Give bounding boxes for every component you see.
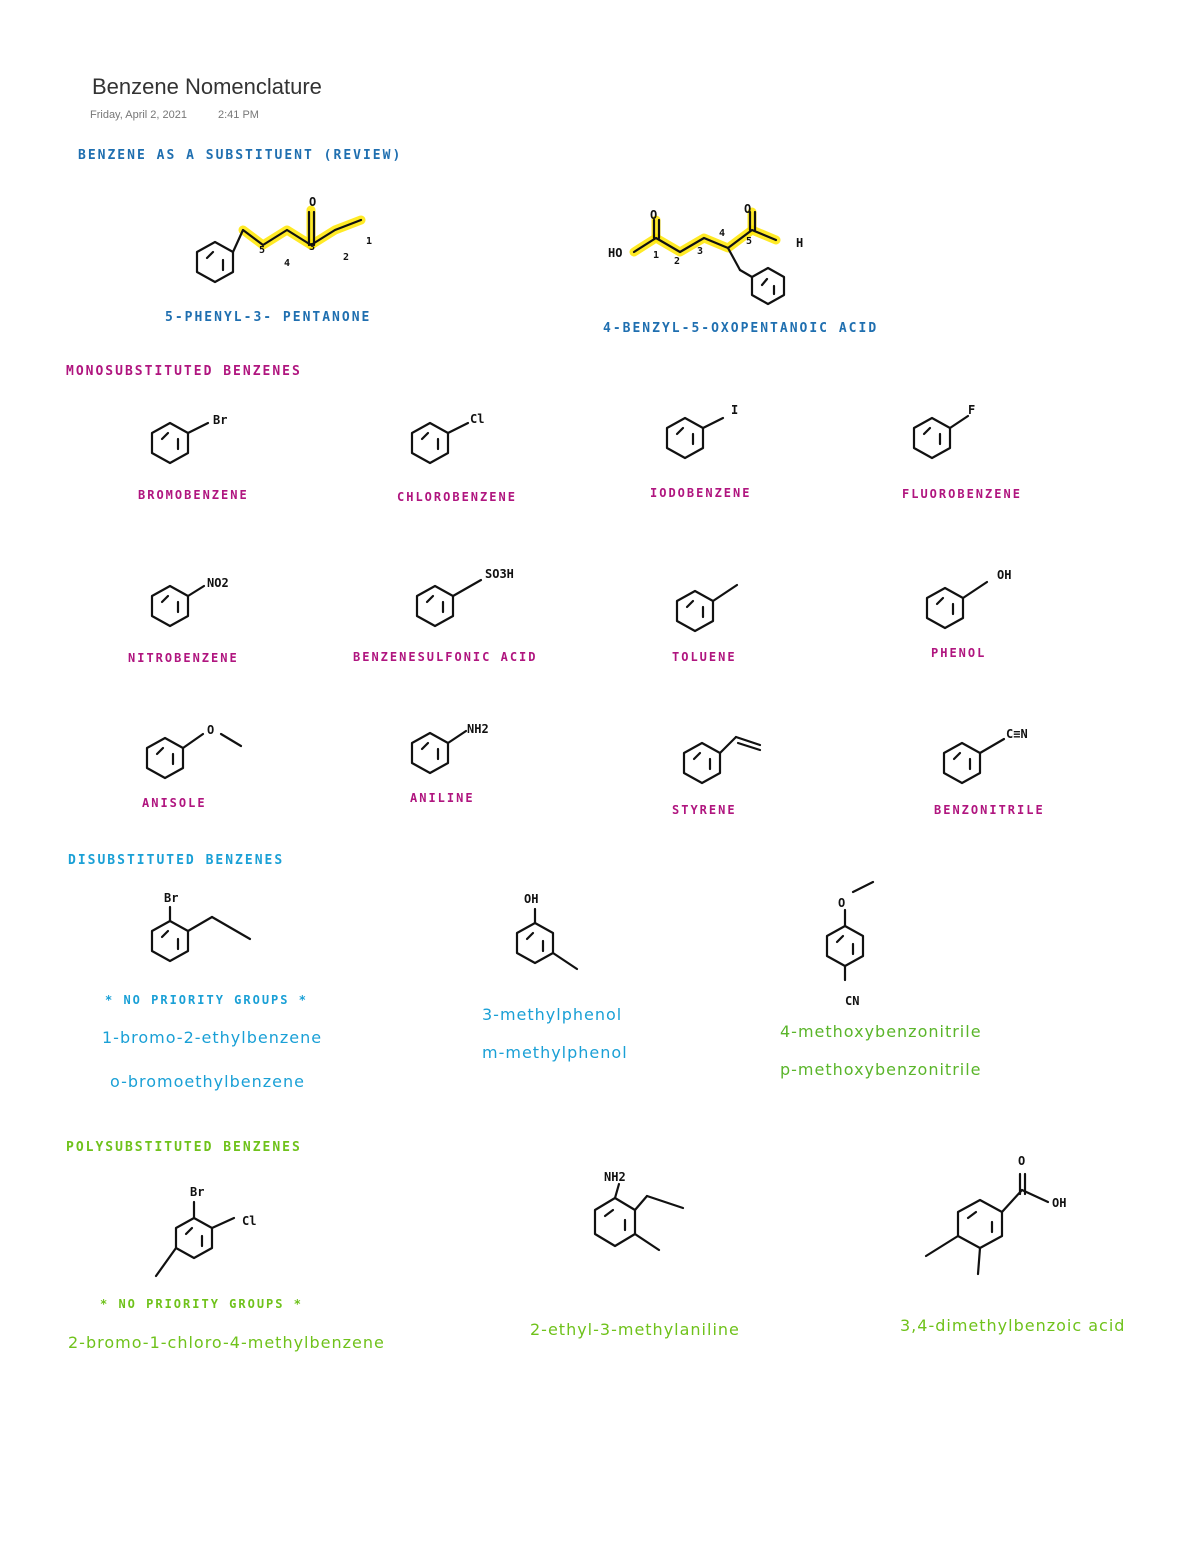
page-title: Benzene Nomenclature: [92, 74, 322, 99]
substituent-label: C≡N: [1006, 727, 1028, 741]
carbon-number: 1: [366, 236, 373, 247]
structure-aniline: [410, 729, 468, 775]
substituent-label: OH: [997, 568, 1012, 582]
atom-ho: HO: [608, 246, 623, 260]
carbon-number: 2: [343, 252, 350, 263]
substituent-label: O: [838, 896, 846, 910]
structure-methylphenol: [515, 907, 579, 971]
compound-name-alt: p-methoxybenzonitrile: [780, 1060, 982, 1079]
structure-styrene: [682, 735, 762, 785]
substituent-label: Br: [190, 1185, 205, 1199]
section-heading-substituent: BENZENE AS A SUBSTITUENT (REVIEW): [78, 148, 403, 163]
structure-dimethylbenzoic-acid: [924, 1172, 1050, 1276]
priority-note: * NO PRIORITY GROUPS *: [100, 1297, 303, 1311]
carbon-number: 1: [653, 250, 660, 261]
substituent-label: O: [1018, 1154, 1026, 1168]
atom-oxygen: O: [744, 202, 752, 216]
structure-benzyloxopentanoic: [629, 207, 786, 306]
compound-name: BROMOBENZENE: [138, 488, 249, 502]
compound-name: FLUOROBENZENE: [902, 487, 1022, 501]
structure-nitrobenzene: [150, 584, 206, 628]
structure-anisole: [145, 732, 243, 780]
compound-name: CHLOROBENZENE: [397, 490, 517, 504]
structure-phenol: [925, 580, 989, 630]
substituent-label: Br: [164, 891, 179, 905]
structure-bromoethylbenzene: [150, 905, 252, 963]
carbon-number: 2: [674, 256, 681, 267]
priority-note: * NO PRIORITY GROUPS *: [105, 993, 308, 1007]
structure-bromochloromethylbenzene: [154, 1200, 236, 1278]
compound-name: STYRENE: [672, 803, 737, 817]
compound-name: ANISOLE: [142, 796, 207, 810]
structure-ethylmethylaniline: [593, 1182, 685, 1252]
substituent-label: NO2: [207, 576, 229, 590]
compound-name-alt: o-bromoethylbenzene: [110, 1072, 305, 1091]
compound-name: IODOBENZENE: [650, 486, 752, 500]
compound-name: 1-bromo-2-ethylbenzene: [102, 1028, 323, 1047]
substituent-label: SO3H: [485, 567, 514, 581]
substituent-label: F: [968, 403, 976, 417]
compound-name: TOLUENE: [672, 650, 737, 664]
compound-name: NITROBENZENE: [128, 651, 239, 665]
compound-name: 2-bromo-1-chloro-4-methylbenzene: [68, 1333, 385, 1352]
structure-chlorobenzene: [410, 421, 470, 465]
section-heading-mono: MONOSUBSTITUTED BENZENES: [66, 364, 302, 379]
compound-name: 4-methoxybenzonitrile: [780, 1022, 982, 1041]
compound-name: 4-BENZYL-5-OXOPENTANOIC ACID: [603, 321, 879, 336]
note-time: 2:41 PM: [218, 109, 259, 121]
substituent-label: NH2: [467, 722, 489, 736]
substituent-label: OH: [524, 892, 539, 906]
compound-name: 2-ethyl-3-methylaniline: [530, 1320, 740, 1339]
carbon-number: 5: [259, 245, 266, 256]
structure-benzenesulfonic-acid: [415, 578, 483, 628]
substituent-label: NH2: [604, 1170, 626, 1184]
compound-name: ANILINE: [410, 791, 475, 805]
substituent-label: Cl: [242, 1214, 257, 1228]
atom-oxygen: O: [650, 208, 658, 222]
substituent-label: OH: [1052, 1196, 1067, 1210]
note-date: Friday, April 2, 2021: [90, 109, 188, 121]
carbon-number: 5: [746, 236, 753, 247]
compound-name: BENZENESULFONIC ACID: [353, 650, 538, 664]
carbon-number: 4: [719, 228, 726, 239]
structure-iodobenzene: [665, 416, 725, 460]
carbon-number: 3: [697, 246, 704, 257]
structure-bromobenzene: [150, 421, 210, 465]
structure-toluene: [675, 583, 739, 633]
substituent-label: Br: [213, 413, 228, 427]
carbon-number: 3: [309, 242, 316, 253]
substituent-label: I: [731, 403, 739, 417]
structure-fluorobenzene: [912, 414, 970, 460]
compound-name: PHENOL: [931, 646, 987, 660]
section-heading-di: DISUBSTITUTED BENZENES: [68, 853, 285, 868]
compound-name: 3,4-dimethylbenzoic acid: [900, 1316, 1126, 1335]
compound-name: 5-PHENYL-3- PENTANONE: [165, 310, 372, 325]
atom-h: H: [796, 236, 804, 250]
structure-benzonitrile: [942, 737, 1006, 785]
carbon-number: 4: [284, 258, 291, 269]
compound-name: 3-methylphenol: [482, 1005, 623, 1024]
structure-phenylpentanone: [195, 205, 366, 284]
compound-name-alt: m-methylphenol: [482, 1043, 628, 1062]
substituent-label: CN: [845, 994, 860, 1008]
substituent-label: O: [207, 723, 215, 737]
structure-methoxybenzonitrile: [825, 880, 875, 982]
section-heading-poly: POLYSUBSTITUTED BENZENES: [66, 1140, 302, 1155]
atom-oxygen: O: [309, 195, 317, 209]
substituent-label: Cl: [470, 412, 485, 426]
compound-name: BENZONITRILE: [934, 803, 1045, 817]
